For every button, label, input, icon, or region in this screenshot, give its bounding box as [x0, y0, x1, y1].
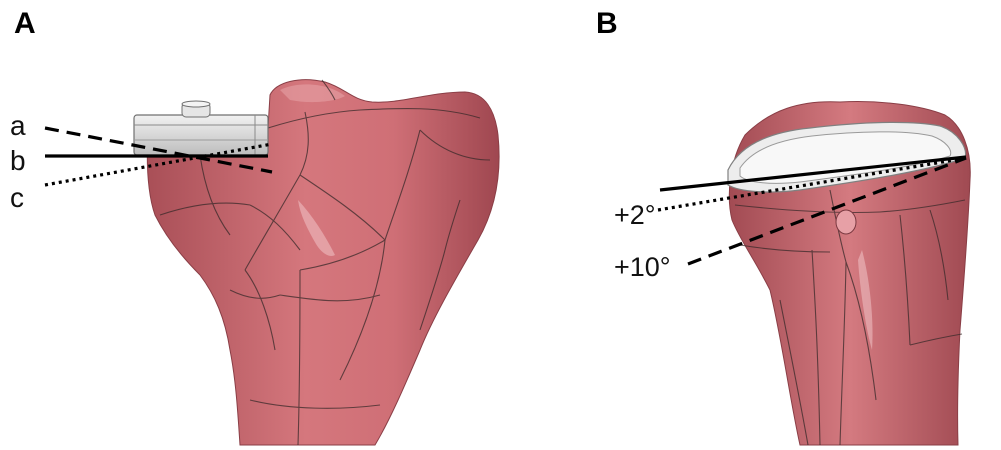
- line-b-label: b: [10, 145, 26, 176]
- panel-b-label: B: [596, 7, 618, 40]
- tibial-tuberosity: [836, 210, 856, 234]
- line-a-label: a: [10, 110, 26, 141]
- panel-a: A: [10, 7, 499, 445]
- panel-a-label: A: [14, 7, 36, 40]
- line-c-label: c: [10, 182, 24, 213]
- tibial-implant: [134, 101, 268, 155]
- label-plus10: +10°: [614, 252, 671, 282]
- panel-b: B +2° +10°: [596, 7, 970, 445]
- label-plus2: +2°: [614, 200, 656, 230]
